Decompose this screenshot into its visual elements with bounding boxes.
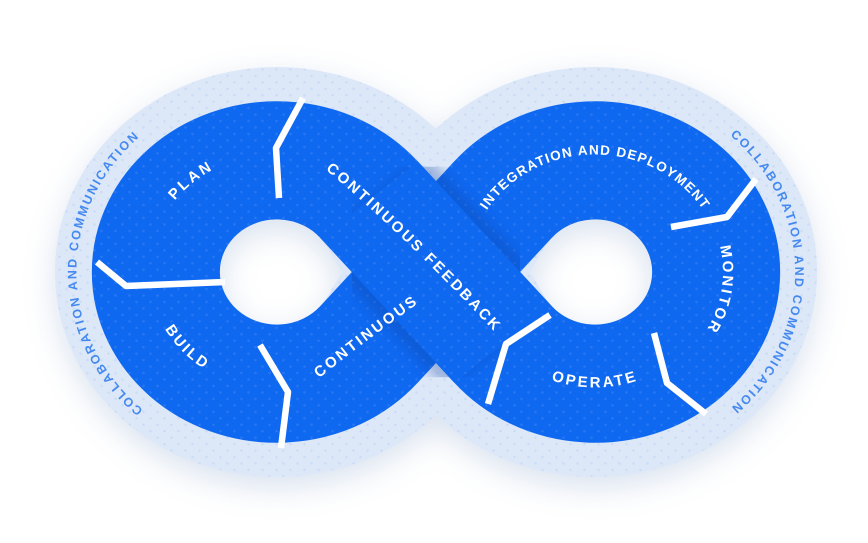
divider-build-plan	[94, 259, 226, 290]
band-layer	[54, 67, 818, 477]
divider-build-continuous	[257, 343, 292, 449]
infinity-band-texture	[91, 101, 781, 443]
divider-plan-feedback	[272, 96, 306, 199]
divider-monitor-operate	[650, 332, 709, 417]
divider-operate-feedback	[484, 312, 552, 405]
feedback-band-overlay-texture	[320, 161, 552, 383]
segment-dividers	[94, 96, 759, 449]
divider-integration-monitor	[670, 177, 759, 231]
label-operate: OPERATE	[550, 368, 640, 392]
label-operate-text: OPERATE	[550, 368, 637, 392]
